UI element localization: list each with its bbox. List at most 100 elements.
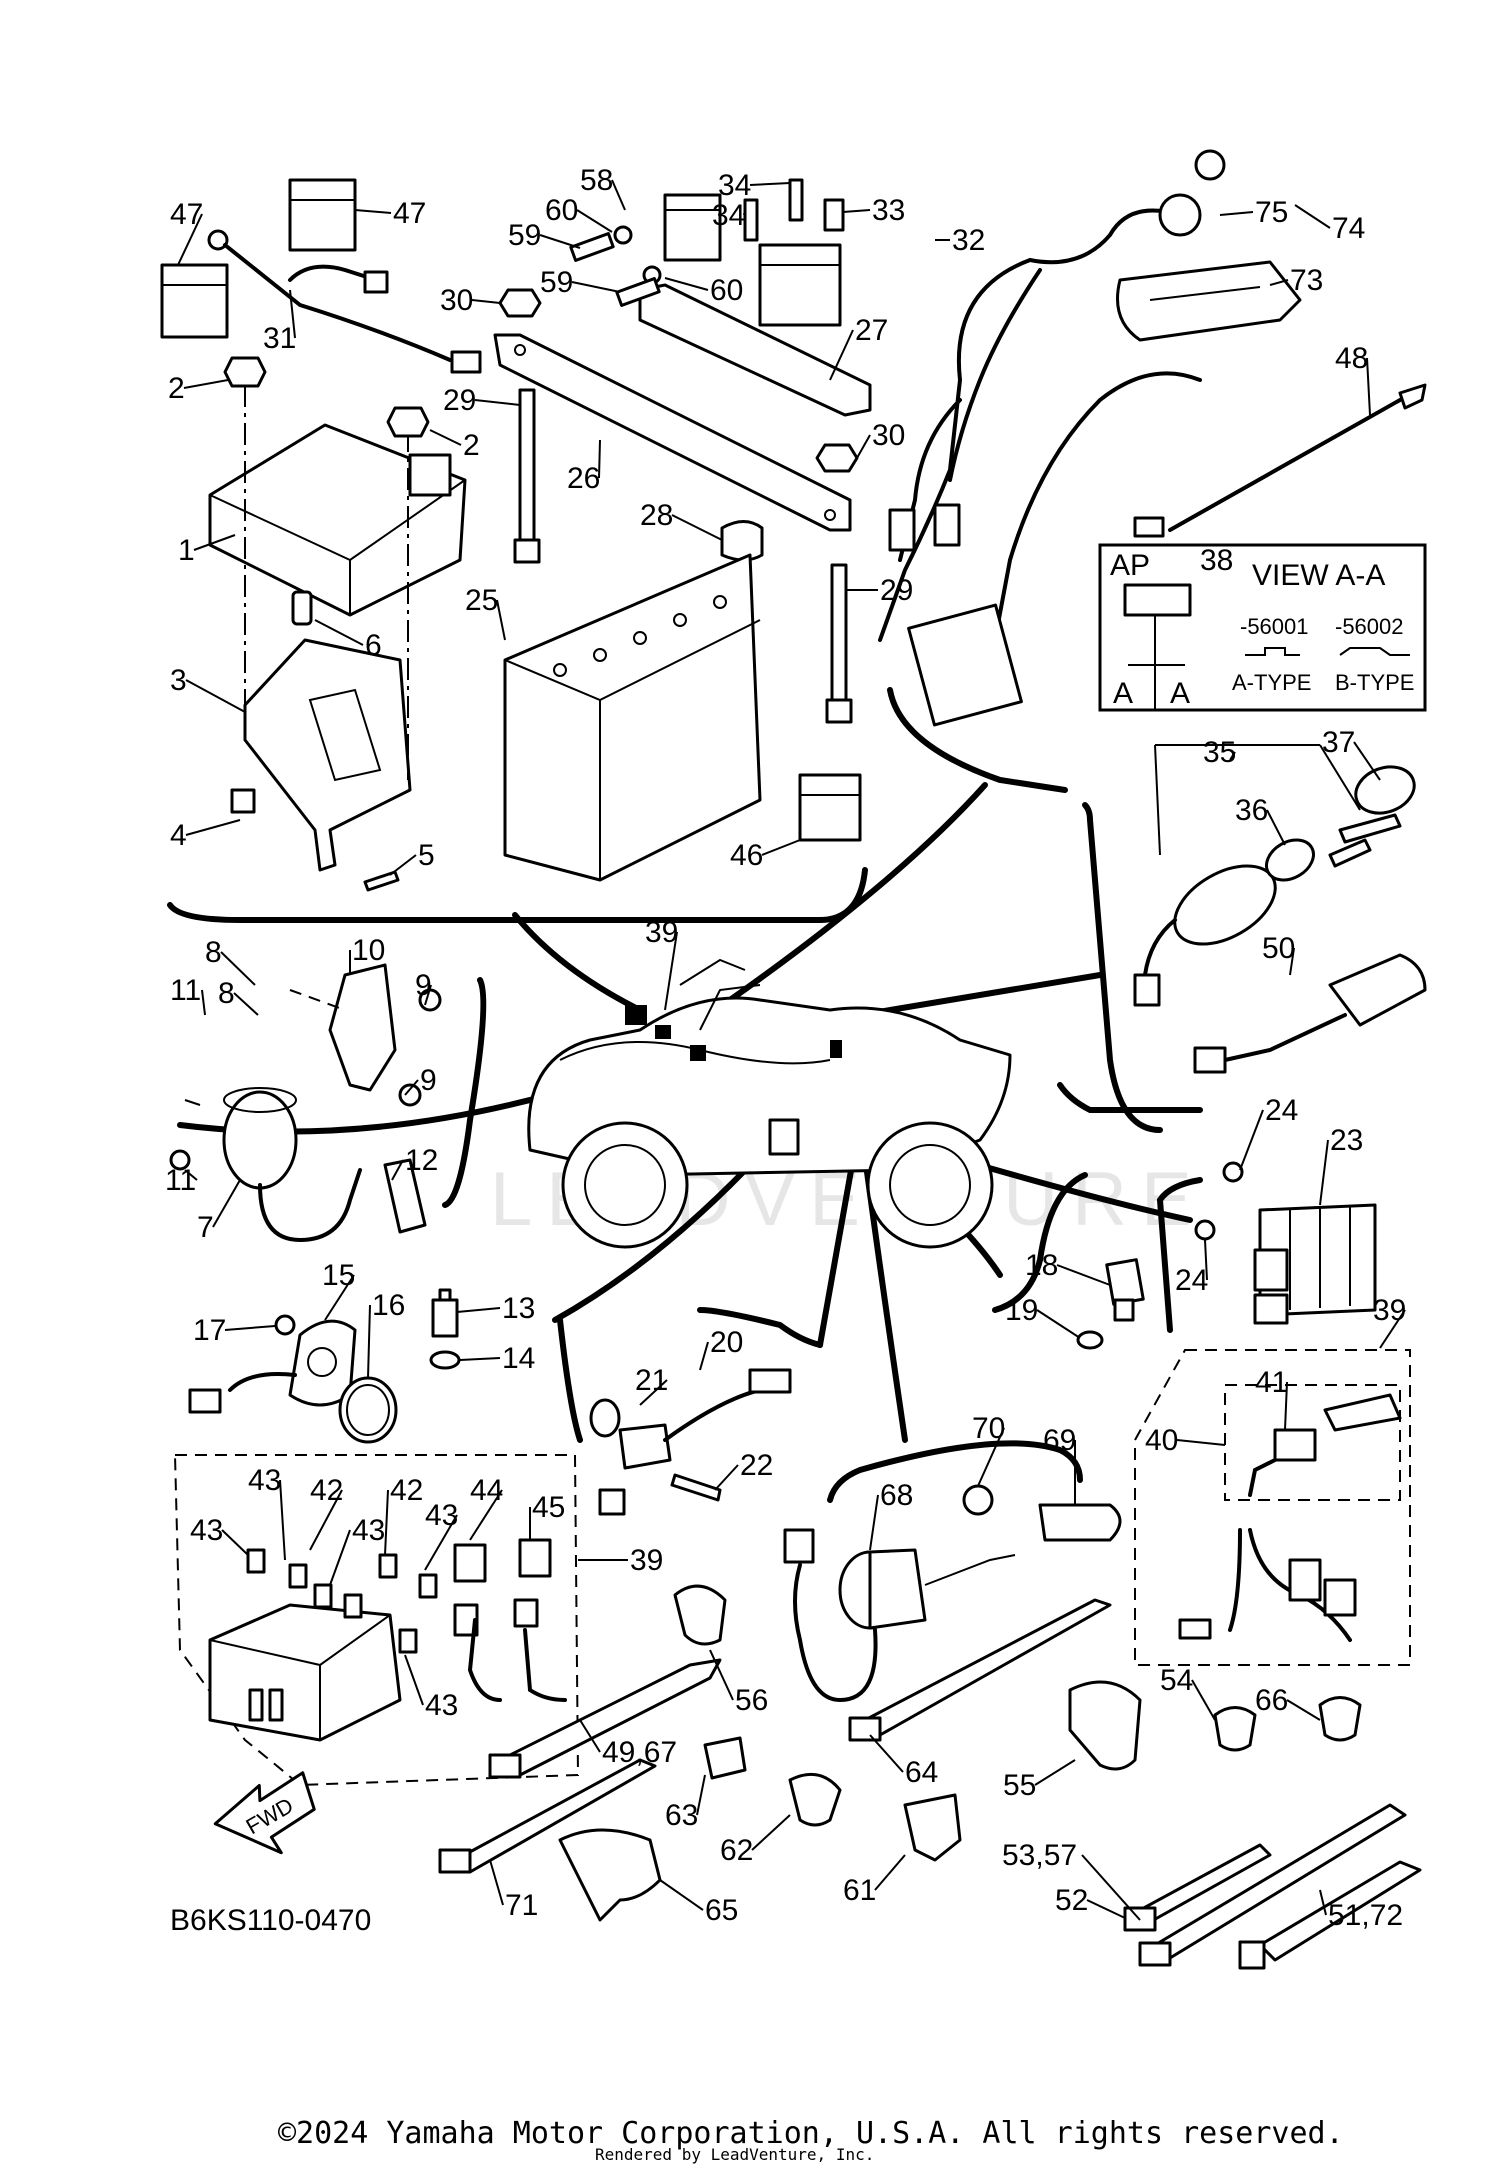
switch-13	[429, 1288, 461, 1370]
view-code-b: -56002	[1335, 614, 1404, 639]
leader-43	[221, 1529, 249, 1556]
leader-62	[751, 1814, 791, 1851]
callout-20: 20	[710, 1326, 743, 1359]
callout-47-1: 47	[170, 198, 203, 231]
callout-13: 13	[502, 1292, 535, 1325]
main-switch-35	[1133, 744, 1416, 1007]
callout-10: 10	[352, 934, 385, 967]
callout-61: 61	[843, 1874, 876, 1907]
callout-17: 17	[193, 1314, 226, 1347]
callout-37: 37	[1322, 726, 1355, 759]
callout-34-1: 34	[718, 169, 751, 202]
callout-1: 1	[178, 534, 195, 567]
callout-28: 28	[640, 499, 673, 532]
callout-29-1: 29	[443, 384, 476, 417]
callout-43-3: 43	[352, 1514, 385, 1547]
callout-65: 65	[705, 1894, 738, 1927]
leader-68	[869, 1494, 879, 1551]
callout-55: 55	[1003, 1769, 1036, 1802]
leader-43	[279, 1479, 286, 1561]
callout-50: 50	[1262, 932, 1295, 965]
callout-11-1: 11	[170, 974, 201, 1007]
callout-15: 15	[322, 1259, 355, 1292]
leader-73	[1269, 279, 1289, 286]
callout-70: 70	[972, 1412, 1005, 1445]
callout-30-1: 30	[440, 284, 473, 317]
leader-43	[329, 1529, 351, 1586]
callout-18: 18	[1025, 1249, 1058, 1282]
callout-43-4: 43	[425, 1499, 458, 1532]
leader-22	[714, 1464, 739, 1491]
leader-51-72	[1319, 1889, 1327, 1916]
view-part-ref: 38	[1200, 544, 1233, 577]
callout-43-5: 43	[425, 1689, 458, 1722]
callout-36: 36	[1235, 794, 1268, 827]
fuse-box-group	[173, 1454, 626, 1787]
leader-20	[699, 1341, 709, 1371]
starter-relay-32	[569, 178, 845, 327]
callout-46: 46	[730, 839, 763, 872]
leader-31	[289, 289, 296, 339]
callout-22: 22	[740, 1449, 773, 1482]
leader-52	[1086, 1899, 1126, 1919]
callout-60-2: 60	[710, 274, 743, 307]
leader-43	[404, 1654, 424, 1706]
callout-43-1: 43	[190, 1514, 223, 1547]
callout-23: 23	[1330, 1124, 1363, 1157]
fwd-arrow: FWD	[213, 1771, 316, 1855]
callout-27: 27	[855, 314, 888, 347]
callout-69: 69	[1043, 1424, 1076, 1457]
leader-11	[184, 1169, 198, 1181]
view-type-b: B-TYPE	[1335, 670, 1414, 695]
view-title: VIEW A-A	[1252, 559, 1385, 592]
leader-3	[185, 679, 246, 713]
callout-62: 62	[720, 1834, 753, 1867]
callout-9-1: 9	[415, 969, 432, 1002]
callout-73: 73	[1290, 264, 1323, 297]
leader-42	[309, 1489, 343, 1551]
leader-26	[598, 439, 601, 479]
leader-70	[977, 1427, 1005, 1487]
leader-18	[1056, 1264, 1111, 1286]
leader-40	[1176, 1439, 1226, 1446]
callout-64: 64	[905, 1756, 938, 1789]
leader-4	[185, 819, 241, 836]
callout-5: 5	[418, 839, 435, 872]
callout-42-2: 42	[390, 1474, 423, 1507]
callout-49-67: 49,67	[602, 1736, 677, 1769]
callout-60-1: 60	[545, 194, 578, 227]
leader-55	[1034, 1759, 1076, 1786]
leader-58	[611, 179, 626, 211]
cable-ties	[438, 1598, 1422, 1970]
leader-34	[743, 209, 746, 216]
leader-74	[1294, 204, 1331, 229]
atv-vehicle	[527, 958, 1012, 1249]
sensor-20	[589, 1368, 792, 1502]
view-section-mark-left: A	[1113, 677, 1133, 710]
cable-48	[1133, 383, 1427, 538]
long-bolts-29	[513, 388, 853, 724]
callout-19: 19	[1005, 1294, 1038, 1327]
callout-leaders	[177, 179, 1406, 1921]
callout-31: 31	[263, 322, 296, 355]
leader-5	[389, 854, 417, 876]
callout-58: 58	[580, 164, 613, 197]
callout-68: 68	[880, 1479, 913, 1512]
leader-65	[659, 1879, 704, 1911]
callout-59-1: 59	[508, 219, 541, 252]
leader-16	[367, 1304, 371, 1379]
leader-12	[391, 1159, 404, 1181]
callout-43-2: 43	[248, 1464, 281, 1497]
leader-27	[829, 329, 854, 381]
battery-25	[503, 553, 762, 882]
callout-12: 12	[405, 1144, 438, 1177]
callout-2-2: 2	[463, 429, 480, 462]
leader-13	[456, 1307, 501, 1313]
rendered-by: Rendered by LeadVenture, Inc.	[595, 2145, 874, 2164]
leader-37	[1353, 741, 1381, 781]
leader-30	[471, 299, 501, 304]
leader-15	[324, 1274, 355, 1321]
leader-49-67	[579, 1719, 601, 1753]
leader-50	[1289, 947, 1295, 976]
